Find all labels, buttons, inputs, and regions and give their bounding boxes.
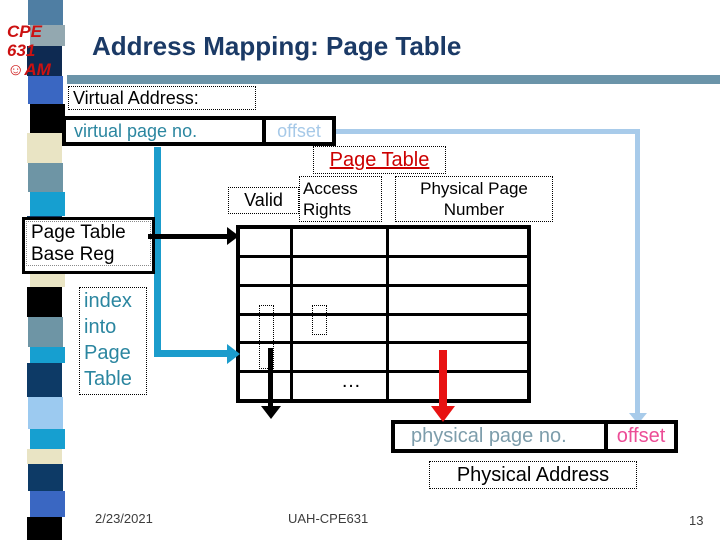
stripe-block <box>28 0 63 25</box>
page-table-label-text: Page Table <box>329 148 430 171</box>
table-cell <box>293 286 386 313</box>
stripe-block <box>28 317 63 347</box>
index-into-page-table-label: index into Page Table <box>79 287 147 395</box>
index-connector-arrow-head-icon <box>227 344 240 364</box>
table-cell <box>240 286 290 313</box>
stripe-block <box>28 76 63 104</box>
stripe-block <box>30 347 65 363</box>
virtual-address-label: Virtual Address: <box>68 86 256 110</box>
footer-date: 2/23/2021 <box>95 511 153 526</box>
page-table-label: Page Table <box>313 146 446 174</box>
table-ellipsis: … <box>341 370 365 392</box>
offset-bottom-box: offset <box>604 420 678 453</box>
access-rights-column-label: Access Rights <box>299 176 382 222</box>
stripe-block <box>27 449 62 464</box>
stripe-block <box>28 397 63 429</box>
course-badge: CPE 631 ☺AM <box>7 22 51 79</box>
physical-page-down-arrow-shaft <box>439 350 447 408</box>
stripe-block <box>27 517 62 540</box>
virtual-page-no-box: virtual page no. <box>62 116 268 146</box>
course-badge-line3: ☺AM <box>7 60 51 79</box>
physical-page-no-box: physical page no. <box>391 420 619 453</box>
course-badge-line1: CPE <box>7 22 42 41</box>
offset-top-box: offset <box>262 116 336 146</box>
table-cell <box>389 373 527 399</box>
stripe-block <box>27 287 62 317</box>
stripe-block <box>30 192 65 216</box>
empty-placeholder-box-b <box>312 305 327 335</box>
table-cell <box>293 373 386 399</box>
valid-down-arrow-head-icon <box>261 406 281 419</box>
stripe-block <box>30 429 65 449</box>
base-reg-arrow-head-icon <box>227 227 239 245</box>
valid-column-label: Valid <box>228 187 299 214</box>
slide-title: Address Mapping: Page Table <box>92 31 462 61</box>
stripe-block <box>27 133 62 163</box>
page-table-base-reg-label: Page Table Base Reg <box>26 221 151 266</box>
table-cell <box>389 315 527 342</box>
index-connector-vertical <box>154 147 161 355</box>
table-cell <box>240 344 290 371</box>
table-cell <box>389 229 527 255</box>
table-cell <box>240 315 290 342</box>
table-cell <box>293 344 386 371</box>
physical-page-down-arrow-head-icon <box>431 406 455 422</box>
table-cell <box>240 257 290 284</box>
index-connector-horizontal <box>154 350 228 357</box>
course-badge-line2: 631 <box>7 41 36 60</box>
table-cell <box>293 257 386 284</box>
offset-connector-arrow-head-icon <box>629 413 647 424</box>
footer-page-number: 13 <box>689 513 704 528</box>
physical-address-label: Physical Address <box>429 461 637 489</box>
offset-connector-horizontal <box>336 129 640 134</box>
table-cell <box>240 373 290 399</box>
table-cell <box>389 286 527 313</box>
valid-down-arrow-shaft <box>268 348 273 408</box>
table-cell <box>240 229 290 255</box>
stripe-block <box>28 464 63 491</box>
stripe-block <box>27 46 62 76</box>
stripe-block <box>27 363 62 397</box>
base-reg-arrow-shaft <box>148 234 228 239</box>
stripe-block <box>28 163 63 192</box>
footer-course: UAH-CPE631 <box>288 511 369 526</box>
empty-placeholder-box-a <box>259 305 274 369</box>
table-cell <box>389 344 527 371</box>
stripe-block <box>30 491 65 517</box>
table-cell <box>293 229 386 255</box>
stripe-block <box>30 104 65 133</box>
page-table-base-reg-box: Page Table Base Reg <box>22 217 155 274</box>
page-table-grid <box>236 225 531 403</box>
table-cell <box>389 257 527 284</box>
table-cell <box>293 315 386 342</box>
stripe-block <box>30 25 65 46</box>
physical-page-number-column-label: Physical Page Number <box>395 176 553 222</box>
title-underline-bar <box>67 75 720 84</box>
offset-connector-vertical <box>635 129 640 415</box>
